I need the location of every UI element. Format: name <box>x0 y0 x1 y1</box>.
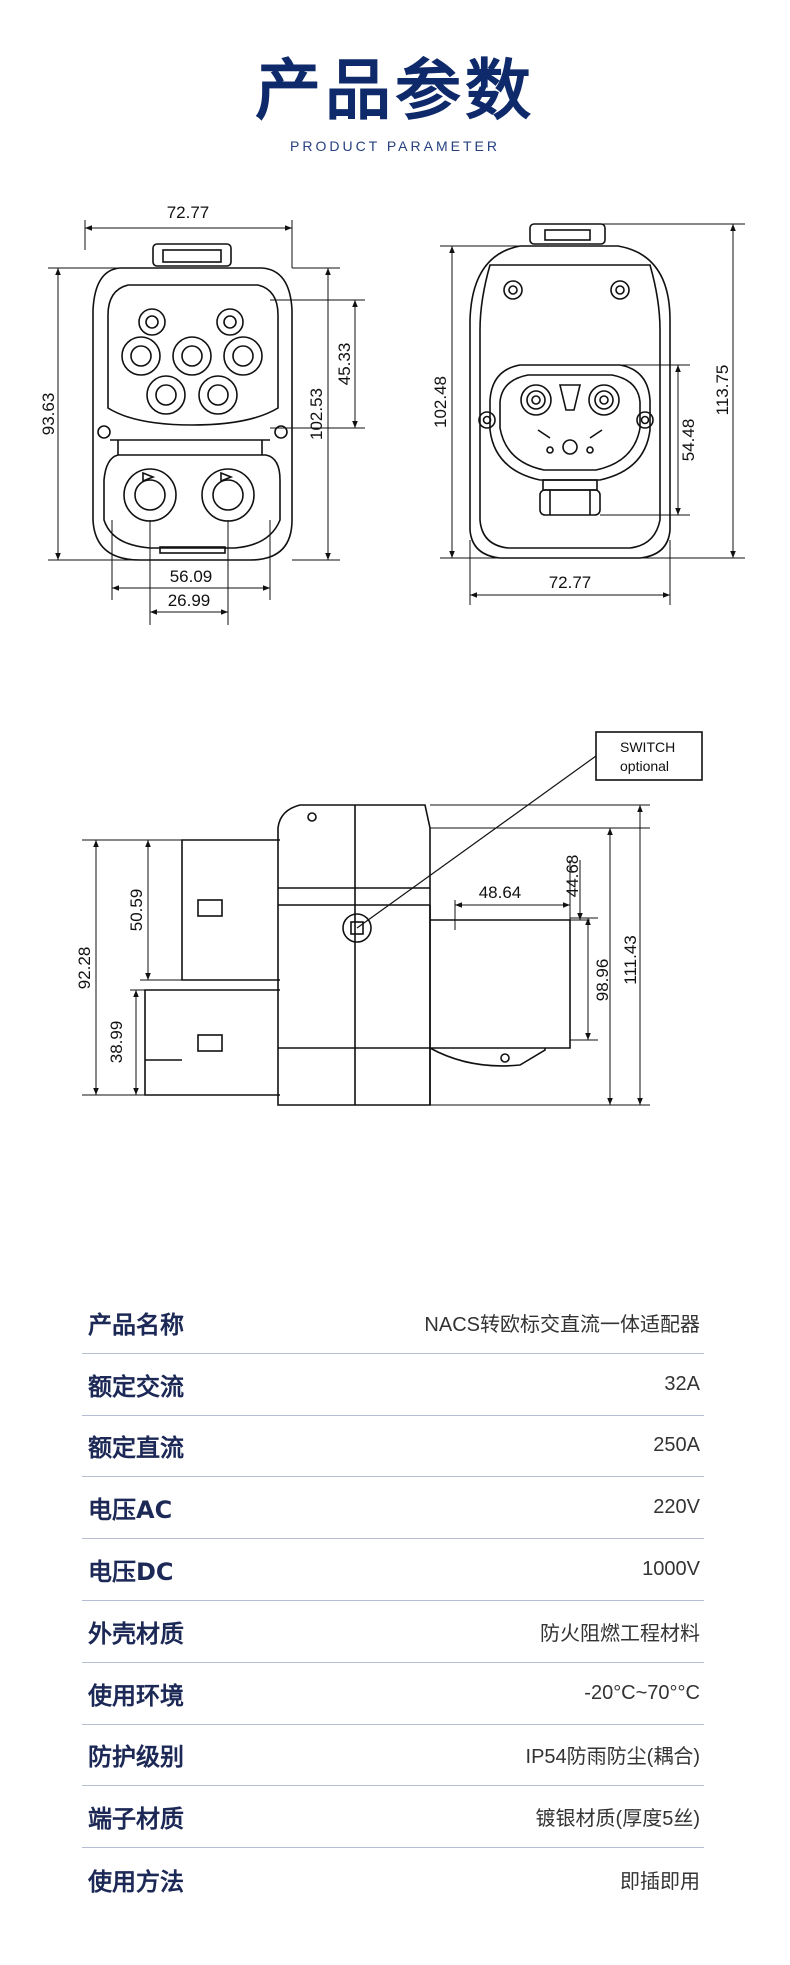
spec-value: NACS转欧标交直流一体适配器 <box>424 1313 700 1336</box>
dim-front-width-top: 72.77 <box>167 203 210 222</box>
spec-label: 额定直流 <box>88 1434 184 1463</box>
dim-side-h-lower: 38.99 <box>107 1021 126 1064</box>
switch-label: SWITCH <box>620 739 675 755</box>
dim-front-width-dc-pins: 26.99 <box>168 591 211 610</box>
spec-row: 额定直流 250A <box>82 1416 704 1478</box>
spec-row: 电压DC 1000V <box>82 1539 704 1601</box>
dim-rear-height-socket: 54.48 <box>679 419 698 462</box>
page-title: 产品参数 <box>255 52 535 129</box>
side-view <box>144 804 571 1106</box>
spec-label: 防护级别 <box>88 1743 184 1772</box>
spec-label: 使用方法 <box>88 1867 184 1896</box>
spec-row: 外壳材质 防火阻燃工程材料 <box>82 1601 704 1663</box>
dim-side-h-right: 111.43 <box>621 935 640 984</box>
dim-side-h-upper: 50.59 <box>127 889 146 932</box>
dim-side-h-small: 44.68 <box>563 855 582 898</box>
spec-label: 外壳材质 <box>88 1619 184 1648</box>
spec-row: 电压AC 220V <box>82 1477 704 1540</box>
spec-row: 防护级别 IP54防雨防尘(耦合) <box>82 1725 704 1787</box>
spec-value: IP54防雨防尘(耦合) <box>525 1746 700 1769</box>
spec-value: 即插即用 <box>620 1870 700 1893</box>
spec-label: 使用环境 <box>88 1681 184 1710</box>
spec-row: 使用环境 -20°C~70°°C <box>82 1663 704 1725</box>
page-subtitle: PRODUCT PARAMETER <box>290 138 500 154</box>
dim-side-h-plug: 98.96 <box>593 959 612 1002</box>
spec-label: 产品名称 <box>88 1310 184 1339</box>
dim-side-depth-plug: 48.64 <box>479 883 522 902</box>
spec-value: 镀银材质(厚度5丝) <box>535 1808 700 1831</box>
dim-side-h-total: 92.28 <box>75 947 94 990</box>
spec-table: 产品名称 NACS转欧标交直流一体适配器 额定交流 32A 额定直流 250A 电压A… <box>82 1292 704 1910</box>
dim-front-height-upper: 45.33 <box>335 343 354 386</box>
spec-row: 产品名称 NACS转欧标交直流一体适配器 <box>82 1292 704 1354</box>
spec-value: 32A <box>664 1372 700 1395</box>
spec-row: 额定交流 32A <box>82 1354 704 1416</box>
spec-label: 端子材质 <box>88 1805 184 1834</box>
dim-front-height-total: 93.63 <box>39 393 58 436</box>
spec-label: 电压AC <box>88 1496 173 1525</box>
spec-value: 防火阻燃工程材料 <box>540 1622 700 1645</box>
spec-label: 电压DC <box>88 1558 174 1587</box>
spec-row: 使用方法 即插即用 <box>82 1848 704 1910</box>
spec-value: 1000V <box>642 1558 700 1581</box>
rear-view <box>469 223 671 559</box>
dim-front-height-mid: 102.53 <box>307 388 326 440</box>
technical-drawing: 72.77 93.63 45.33 102.53 56.09 26.99 102… <box>39 203 745 1106</box>
switch-optional-label: optional <box>620 758 669 774</box>
spec-label: 额定交流 <box>88 1372 184 1401</box>
dim-rear-height-left: 102.48 <box>431 376 450 428</box>
spec-value: 220V <box>653 1496 700 1519</box>
spec-value: -20°C~70°°C <box>584 1681 700 1704</box>
spec-row: 端子材质 镀银材质(厚度5丝) <box>82 1786 704 1849</box>
dim-rear-width-bottom: 72.77 <box>549 573 592 592</box>
front-view <box>92 243 293 561</box>
spec-value: 250A <box>653 1434 700 1457</box>
dim-rear-height-right: 113.75 <box>713 365 732 416</box>
dim-front-width-dc: 56.09 <box>170 567 213 586</box>
